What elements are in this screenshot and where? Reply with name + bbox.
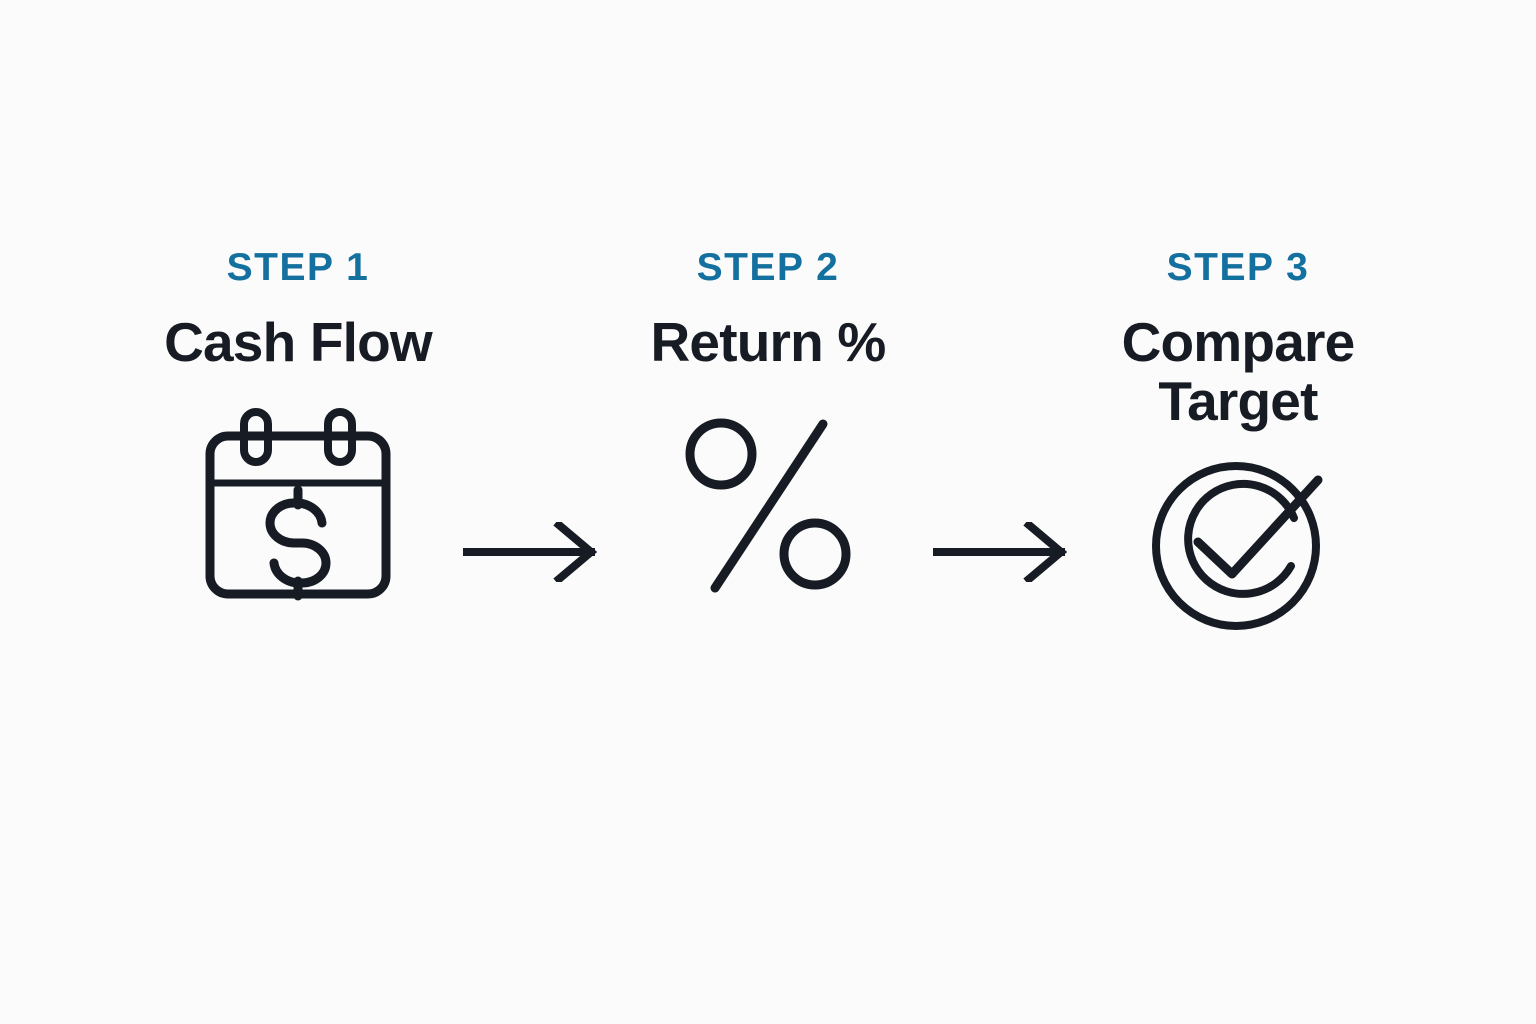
arrow-right-2 bbox=[918, 248, 1088, 582]
process-flow: STEP 1 Cash Flow bbox=[0, 248, 1536, 688]
calendar-dollar-icon bbox=[198, 406, 398, 606]
percent-icon bbox=[668, 410, 868, 610]
step-2-title: Return % bbox=[650, 311, 886, 373]
step-card-3: STEP 3 Compare Target bbox=[1088, 248, 1388, 654]
step-3-title: Compare Target bbox=[1121, 311, 1356, 433]
step-card-1: STEP 1 Cash Flow bbox=[148, 248, 448, 606]
step-3-eyebrow: STEP 3 bbox=[1166, 246, 1310, 289]
step-card-2: STEP 2 Return % bbox=[618, 248, 918, 610]
step-1-title: Cash Flow bbox=[164, 311, 433, 373]
target-check-icon bbox=[1138, 454, 1338, 654]
arrow-right-1 bbox=[448, 248, 618, 582]
step-1-eyebrow: STEP 1 bbox=[226, 246, 370, 289]
step-2-eyebrow: STEP 2 bbox=[696, 246, 840, 289]
